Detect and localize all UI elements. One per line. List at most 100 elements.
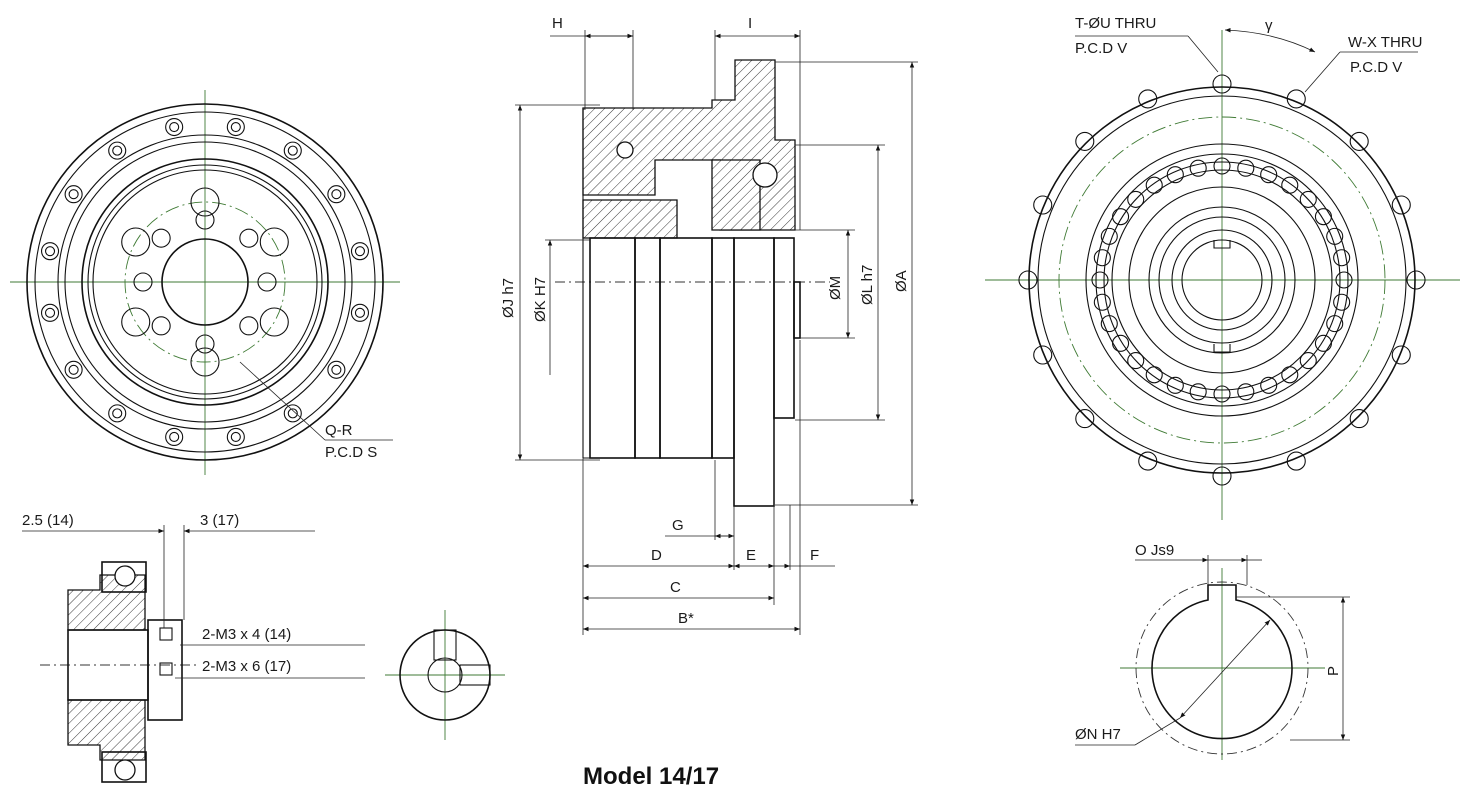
dim-d: D (651, 547, 662, 564)
roller-icon (1299, 352, 1317, 370)
roller-icon (1112, 208, 1130, 226)
roller-icon (1166, 376, 1184, 394)
bolt-head-icon (44, 246, 56, 257)
roller-icon (1237, 383, 1255, 401)
bolt-hole-icon (165, 427, 184, 447)
bolt-hole-icon (64, 360, 83, 379)
bolt-head-icon (287, 145, 298, 156)
small-hole-icon (151, 316, 171, 336)
roller-icon (1213, 157, 1231, 175)
bolt-hole-icon (64, 185, 83, 204)
dim-b: B* (678, 610, 694, 627)
mount-hole-icon (1286, 89, 1306, 109)
label-pcd-v-left: P.C.D V (1075, 40, 1127, 57)
roller-icon (1127, 352, 1145, 370)
bolt-hole-icon (327, 360, 346, 379)
dim-c: C (670, 579, 681, 596)
large-hole-icon (259, 307, 289, 337)
label-p: P (1325, 666, 1342, 676)
bolt-hole-icon (226, 427, 245, 447)
roller-icon (1166, 166, 1184, 184)
bolt-head-icon (230, 431, 241, 443)
small-hole-icon (195, 334, 215, 354)
mount-hole-icon (1406, 270, 1426, 290)
dim-l: ØL h7 (859, 265, 876, 305)
bolt-hole-icon (226, 117, 245, 137)
mounting-hole-ring (1018, 74, 1426, 486)
roller-icon (1335, 271, 1353, 289)
roller-icon (1260, 166, 1278, 184)
rear-view: T-ØU THRU P.C.D V W-X THRU P.C.D V γ (985, 15, 1460, 520)
bolt-head-icon (112, 145, 123, 156)
label-t-u: T-ØU THRU (1075, 15, 1156, 32)
small-hole-icon (195, 210, 215, 230)
keyway-detail: O Js9 P ØN H7 (1075, 542, 1350, 760)
mount-hole-icon (1018, 270, 1038, 290)
mount-hole-icon (1138, 451, 1158, 471)
dim-e: E (746, 547, 756, 564)
hub-detail: 2.5 (14) 3 (17) 2-M3 x 4 (14) 2-M3 x 6 (… (22, 512, 365, 783)
bolt-hole-icon (327, 185, 346, 204)
bolt-head-icon (230, 121, 241, 133)
large-hole-icon (121, 227, 151, 257)
label-tap-2: 2-M3 x 6 (17) (202, 658, 291, 675)
large-hole-icon (190, 347, 220, 377)
mount-hole-icon (1033, 345, 1053, 365)
dim-i: I (748, 15, 752, 32)
bolt-head-icon (354, 246, 366, 257)
bolt-hole-icon (40, 242, 60, 261)
roller-icon (1100, 227, 1118, 245)
bolt-head-icon (169, 121, 180, 133)
label-q-r: Q-R (325, 422, 353, 439)
roller-icon (1314, 334, 1332, 352)
label-n-h7: ØN H7 (1075, 726, 1121, 743)
dim-hub-right: 3 (17) (200, 512, 239, 529)
small-hole-icon (133, 272, 153, 292)
small-hole-icon (151, 228, 171, 248)
bolt-head-icon (331, 189, 342, 200)
roller-icon (1281, 366, 1299, 384)
front-view: Q-R P.C.D S (10, 90, 400, 475)
bolt-head-icon (331, 364, 342, 375)
roller-icon (1237, 159, 1255, 177)
bolt-hole-icon (350, 303, 370, 322)
dim-a: ØA (893, 270, 910, 292)
bolt-head-icon (44, 307, 56, 318)
roller-icon (1281, 176, 1299, 194)
roller-icon (1100, 315, 1118, 333)
bearing-roller-ring (1091, 157, 1353, 403)
roller-icon (1189, 383, 1207, 401)
label-pcd-v-right: P.C.D V (1350, 59, 1402, 76)
mount-hole-icon (1286, 451, 1306, 471)
roller-icon (1189, 159, 1207, 177)
bolt-head-icon (354, 307, 366, 318)
roller-icon (1093, 293, 1111, 311)
small-hole-icon (257, 272, 277, 292)
bolt-head-icon (169, 431, 180, 443)
hub-end-view (385, 610, 505, 740)
roller-icon (1145, 176, 1163, 194)
mount-hole-icon (1138, 89, 1158, 109)
bolt-hole-icon (40, 303, 60, 322)
roller-icon (1260, 376, 1278, 394)
mount-hole-icon (1391, 345, 1411, 365)
small-hole-icon (239, 228, 259, 248)
dim-f: F (810, 547, 819, 564)
roller-icon (1333, 249, 1351, 267)
label-tap-1: 2-M3 x 4 (14) (202, 626, 291, 643)
small-hole-icon (239, 316, 259, 336)
roller-icon (1127, 190, 1145, 208)
mount-hole-icon (1212, 74, 1232, 94)
dim-h: H (552, 15, 563, 32)
label-pcd-s: P.C.D S (325, 444, 377, 461)
mount-hole-icon (1075, 131, 1095, 151)
section-view: H I ØJ h7 ØK H7 ØM ØL h7 ØA G D E F C B* (500, 15, 918, 635)
mount-hole-icon (1033, 195, 1053, 215)
label-gamma: γ (1265, 17, 1273, 34)
outer-bolt-ring (40, 117, 370, 447)
roller-icon (1326, 227, 1344, 245)
roller-icon (1093, 249, 1111, 267)
roller-icon (1333, 293, 1351, 311)
large-hole-icon (259, 227, 289, 257)
